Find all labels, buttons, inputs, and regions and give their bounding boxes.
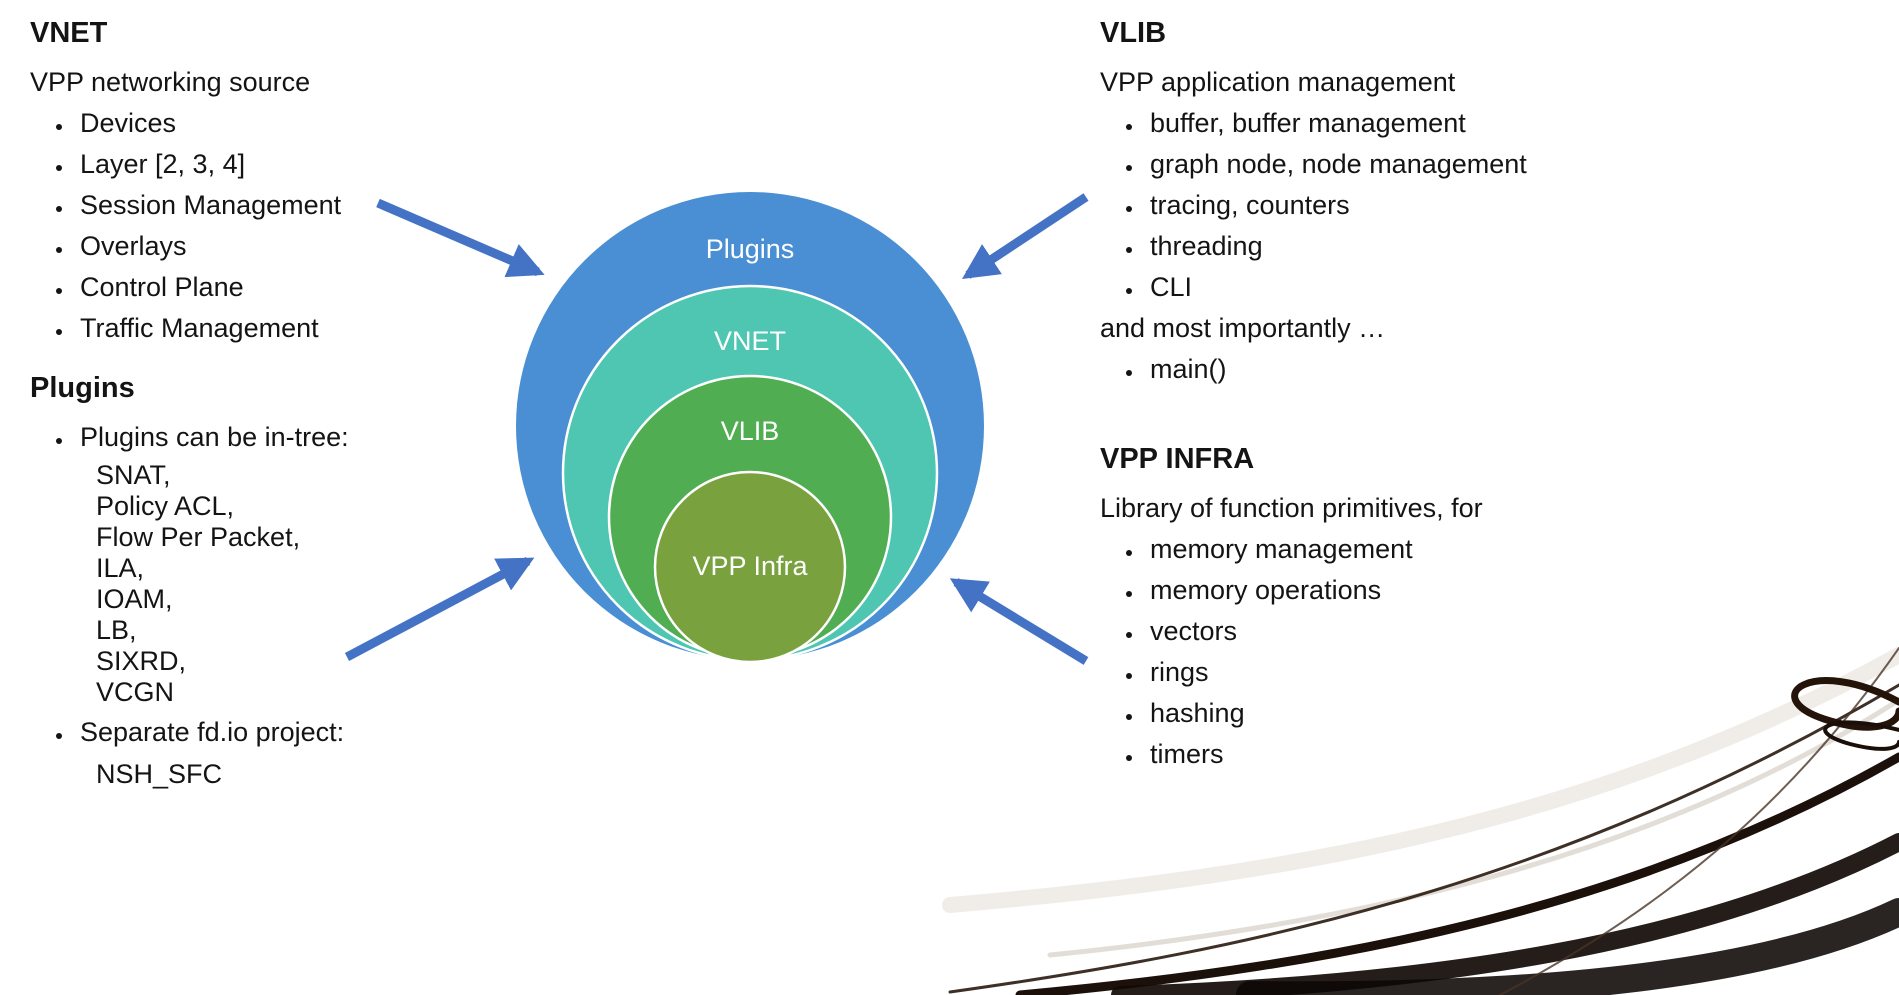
circle-label-vpp-infra: VPP Infra <box>692 551 808 581</box>
vlib-bullet: tracing, counters <box>1144 185 1640 226</box>
vlib-bullet-list: buffer, buffer management graph node, no… <box>1100 103 1640 308</box>
circle-vpp-infra <box>653 470 847 664</box>
section-title-plugins: Plugins <box>30 372 135 404</box>
left-column: VNET VPP networking source Devices Layer… <box>30 12 530 794</box>
vpp-infra-bullet: memory operations <box>1144 570 1640 611</box>
vnet-bullet-list: Devices Layer [2, 3, 4] Session Manageme… <box>30 103 530 349</box>
vnet-bullet: Devices <box>74 103 530 144</box>
plugins-bullet: Plugins can be in-tree: <box>74 417 530 458</box>
decorative-swirl <box>942 647 1899 995</box>
circle-label-vnet: VNET <box>713 326 787 356</box>
plugins-in-tree-list: SNAT, Policy ACL, Flow Per Packet, ILA, … <box>30 460 530 708</box>
vpp-infra-bullet: hashing <box>1144 693 1640 734</box>
plugins-separate-list: Separate fd.io project: <box>30 712 530 753</box>
circle-label-plugins: Plugins <box>705 234 795 264</box>
plugin-name: SNAT, <box>96 460 171 490</box>
right-column: VLIB VPP application management buffer, … <box>1100 12 1640 775</box>
plugin-name: ILA, <box>96 553 145 583</box>
vlib-bullet: CLI <box>1144 267 1640 308</box>
vpp-infra-subtitle: Library of function primitives, for <box>1100 493 1483 523</box>
vnet-subtitle: VPP networking source <box>30 67 311 97</box>
vnet-bullet: Layer [2, 3, 4] <box>74 144 530 185</box>
vlib-bullet: buffer, buffer management <box>1144 103 1640 144</box>
section-title-vlib: VLIB <box>1100 17 1167 49</box>
vnet-bullet: Control Plane <box>74 267 530 308</box>
plugin-name: Flow Per Packet, <box>96 522 301 552</box>
arrow-vlib <box>961 193 1089 279</box>
section-title-vpp-infra: VPP INFRA <box>1100 443 1255 475</box>
vlib-outro: and most importantly … <box>1100 313 1386 343</box>
arrow-plugins <box>344 557 535 661</box>
vpp-infra-bullet: memory management <box>1144 529 1640 570</box>
vnet-bullet: Session Management <box>74 185 530 226</box>
plugin-name: LB, <box>96 615 137 645</box>
arrow-vnet <box>376 198 545 278</box>
vlib-subtitle: VPP application management <box>1100 67 1456 97</box>
vpp-infra-bullet: timers <box>1144 734 1640 775</box>
vlib-outro-list: main() <box>1100 349 1640 390</box>
vnet-bullet: Overlays <box>74 226 530 267</box>
plugin-name: Policy ACL, <box>96 491 235 521</box>
vlib-bullet: graph node, node management <box>1144 144 1640 185</box>
vpp-infra-bullet: vectors <box>1144 611 1640 652</box>
vlib-bullet: main() <box>1144 349 1640 390</box>
vpp-infra-bullet-list: memory management memory operations vect… <box>1100 529 1640 775</box>
vnet-bullet: Traffic Management <box>74 308 530 349</box>
section-title-vnet: VNET <box>30 17 108 49</box>
plugin-name: NSH_SFC <box>96 759 223 789</box>
plugin-name: SIXRD, <box>96 646 187 676</box>
plugins-bullet-list: Plugins can be in-tree: <box>30 417 530 458</box>
circle-label-vlib: VLIB <box>720 416 780 446</box>
plugin-name: IOAM, <box>96 584 173 614</box>
vlib-bullet: threading <box>1144 226 1640 267</box>
plugins-separate-project-list: NSH_SFC <box>30 759 530 790</box>
plugin-name: VCGN <box>96 677 175 707</box>
vpp-infra-bullet: rings <box>1144 652 1640 693</box>
plugins-bullet: Separate fd.io project: <box>74 712 530 753</box>
arrow-vpp-infra <box>949 578 1089 665</box>
